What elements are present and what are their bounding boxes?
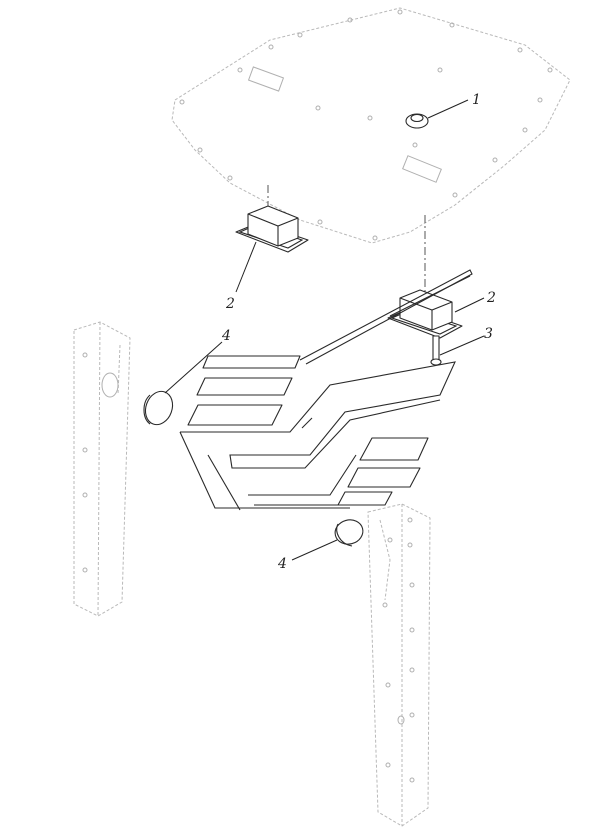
right-post-ghost xyxy=(367,503,431,827)
leader-lines xyxy=(164,99,485,561)
part-4-cap-right xyxy=(334,519,364,547)
side-panel-decal xyxy=(179,269,473,511)
callout-2-left: 2 xyxy=(225,296,235,312)
callout-3: 3 xyxy=(484,326,493,342)
left-post-ghost xyxy=(73,321,131,617)
part-2-mount-left xyxy=(235,205,309,253)
part-3-bolt xyxy=(430,335,442,366)
part-1-plug xyxy=(405,113,429,129)
callout-4-left: 4 xyxy=(221,328,231,344)
callout-4-right: 4 xyxy=(277,556,287,572)
part-4-cap-left xyxy=(143,390,174,426)
floor-plate-ghost xyxy=(171,7,571,244)
callout-2-right: 2 xyxy=(486,290,496,306)
callout-1: 1 xyxy=(472,92,481,108)
